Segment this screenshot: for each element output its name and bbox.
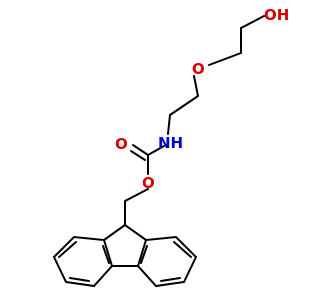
- left-ring-double-3: [58, 241, 77, 258]
- left-benzene-ring: [52, 235, 114, 288]
- bond-ch2-o: [208, 52, 242, 66]
- atom-labels: OH O NH O O: [115, 6, 289, 192]
- structural-formula: OH O NH O O: [52, 6, 289, 288]
- bond-ch2-nh: [167, 114, 171, 135]
- amine-label: NH: [158, 134, 183, 152]
- bond-o-ch2: [193, 75, 199, 97]
- bond-c9-left: [103, 224, 126, 241]
- right-ring-double-2: [160, 277, 181, 282]
- bond-nh-carbonyl: [147, 145, 165, 156]
- right-ring-double-3: [173, 241, 192, 258]
- bond-carbonyl-double-b: [130, 150, 146, 161]
- bond-ch2-ch2-b: [169, 95, 199, 116]
- left-ring-double-1: [102, 245, 110, 264]
- right-benzene-ring: [136, 235, 198, 288]
- bond-carbonyl-double-a: [132, 144, 149, 156]
- carbonyl-oxygen-label: O: [115, 135, 128, 153]
- bond-o-ch2-fm: [124, 188, 149, 202]
- bond-oh-ch2: [240, 15, 265, 29]
- bonds: [52, 15, 265, 288]
- hydroxyl-label: OH: [264, 6, 289, 24]
- ether-oxygen-label: O: [192, 60, 205, 78]
- bond-c9-right: [124, 224, 147, 241]
- ester-oxygen-label: O: [142, 174, 155, 192]
- right-ring-double-1: [140, 245, 148, 264]
- left-ring-double-2: [69, 277, 90, 282]
